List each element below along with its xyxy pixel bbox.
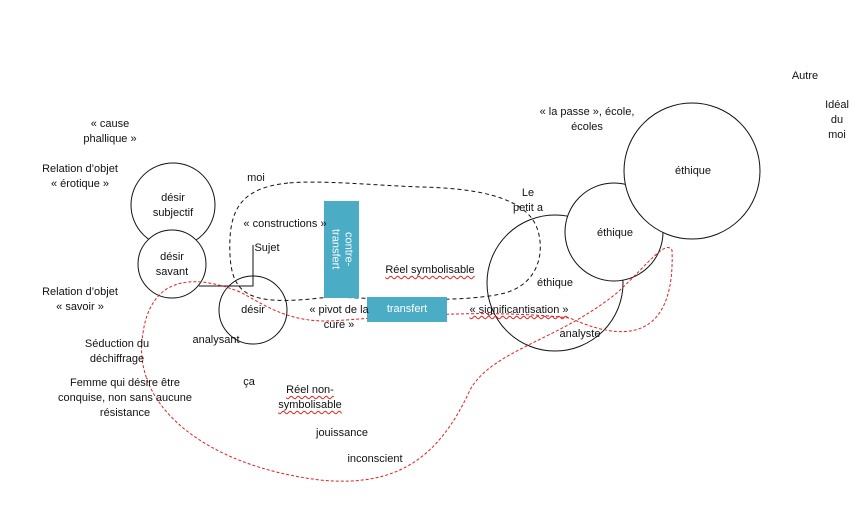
connector-line [199, 245, 254, 287]
label-femme: Femme qui désire être conquise, non sans… [58, 377, 192, 419]
label-significantisation: « significantisation » [459, 303, 579, 318]
label-relation-erotique: Relation d’objet « érotique » [42, 163, 118, 190]
label-la-passe: « la passe », école, écoles [539, 106, 635, 133]
label-reel-non-symbolisable: Réel non- symbolisable [265, 383, 355, 413]
label-analyste: analyste [559, 328, 601, 340]
label-ca: ça [243, 376, 255, 388]
label-inconscient: inconscient [347, 453, 403, 465]
transfert-label: transfert [386, 303, 428, 315]
label-reel-non-symbolisable-text: Réel non- symbolisable [278, 384, 342, 411]
label-jouissance: jouissance [316, 427, 368, 439]
label-constructions: « constructions » [243, 218, 327, 230]
contre-transfert-label: contre- transfert [329, 229, 355, 270]
label-reel-symbolisable: Réel symbolisable [377, 263, 483, 278]
circle-desir-subjectif-label: désir subjectif [152, 192, 194, 219]
label-moi: moi [247, 172, 265, 184]
circle-desir-savant-label: désir savant [155, 251, 189, 278]
dashed-contour-black [229, 181, 541, 301]
circle-ethique-analyste [486, 214, 624, 352]
circle-ethique-analyste-label: éthique [536, 277, 574, 289]
circle-ethique-large [623, 102, 761, 240]
label-seduction: Séduction du déchiffrage [84, 338, 150, 365]
circle-desir-label: désir [241, 304, 265, 316]
label-cause-phallique: « cause phallique » [83, 118, 137, 145]
label-significantisation-text: « significantisation » [469, 304, 569, 316]
contre-transfert-box: contre- transfert [324, 201, 359, 298]
label-reel-symbolisable-text: Réel symbolisable [385, 264, 475, 276]
label-le-petit-a: Le petit a [513, 187, 543, 214]
label-relation-savoir: Relation d’objet « savoir » [42, 286, 118, 313]
label-pivot-cure: « pivot de la cure » [309, 304, 369, 331]
circle-ethique-large-label: éthique [674, 165, 712, 177]
label-sujet: Sujet [254, 242, 280, 254]
label-autre: Autre [791, 70, 819, 82]
transfert-box: transfert [367, 297, 447, 322]
label-ideal-du-moi: Idéal du moi [825, 99, 849, 141]
circle-desir-savant [137, 229, 207, 299]
circle-ethique-medium-label: éthique [596, 227, 634, 239]
label-analysant: analysant [192, 334, 240, 346]
